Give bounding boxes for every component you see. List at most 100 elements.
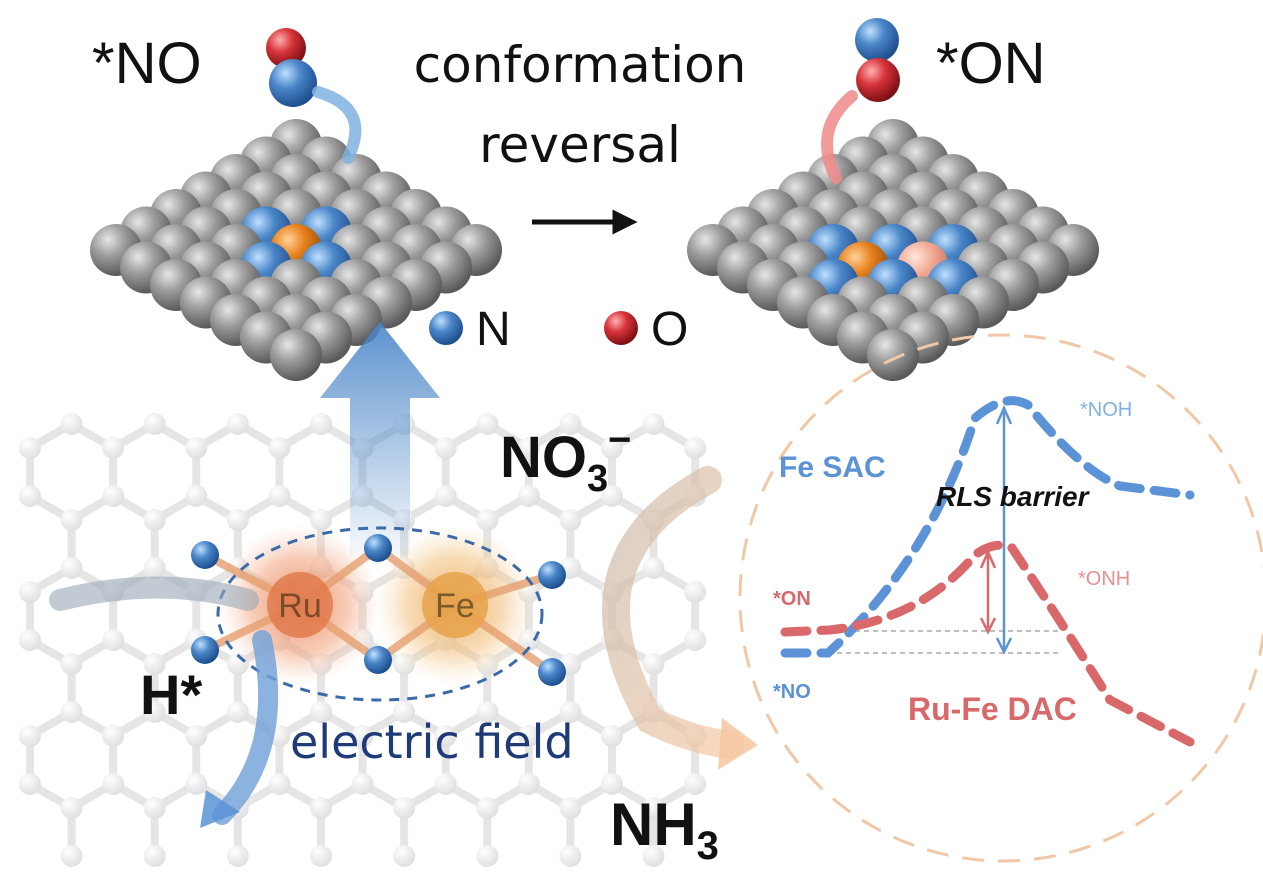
binding-arrow-on bbox=[821, 90, 858, 184]
graphene-carbon-atom bbox=[434, 437, 457, 459]
ru-fe-dac-curve bbox=[780, 540, 1195, 747]
graphene-carbon-atom bbox=[185, 485, 208, 507]
catalyst-surface-no bbox=[90, 119, 502, 381]
fe-sac-curve bbox=[780, 396, 1195, 658]
graphene-carbon-atom bbox=[102, 485, 125, 507]
graphene-carbon-atom bbox=[185, 725, 208, 747]
legend-o-label: O bbox=[651, 303, 688, 356]
graphene-carbon-atom bbox=[185, 437, 208, 459]
graphene-carbon-atom bbox=[642, 413, 665, 435]
graphene-carbon-atom bbox=[517, 773, 540, 795]
label-rls-barrier: RLS barrier bbox=[936, 481, 1091, 512]
graphene-carbon-atom bbox=[102, 629, 125, 651]
ru-fe-dac-barrier-arrow-top bbox=[979, 548, 997, 569]
legend-o-sphere bbox=[604, 311, 638, 345]
site-nitrogen-atoms bbox=[191, 534, 566, 686]
graphene-carbon-atom bbox=[102, 725, 125, 747]
catalyst-surface-on bbox=[687, 119, 1099, 381]
graphene-carbon-atom bbox=[393, 797, 416, 819]
graphene-carbon-atom bbox=[19, 629, 41, 651]
graphene-carbon-atom bbox=[143, 509, 166, 531]
graphene-carbon-atom bbox=[559, 413, 582, 435]
no3-conversion-arrow-head bbox=[718, 718, 758, 770]
legend-n-sphere bbox=[429, 311, 463, 345]
graphene-carbon-atom bbox=[642, 653, 665, 675]
graphene-carbon-atom bbox=[600, 773, 623, 795]
graphene-carbon-atom bbox=[684, 773, 707, 795]
graphene-carbon-atom bbox=[309, 845, 332, 867]
graphene-carbon-atom bbox=[600, 485, 623, 507]
graphene-carbon-atom bbox=[60, 653, 83, 675]
h-arrow-blue bbox=[212, 630, 279, 825]
graphene-carbon-atom bbox=[476, 845, 499, 867]
graphene-carbon-atom bbox=[393, 845, 416, 867]
graphene-carbon-atom bbox=[642, 557, 665, 579]
graphene-carbon-atom bbox=[559, 509, 582, 531]
graphene-carbon-atom bbox=[19, 485, 41, 507]
graphene-carbon-atom bbox=[600, 437, 623, 459]
label-onh: *ONH bbox=[1078, 568, 1130, 590]
ru-atom bbox=[267, 572, 333, 638]
graphene-carbon-atom bbox=[143, 653, 166, 675]
label-no3: NO3− bbox=[500, 418, 632, 500]
graphene-carbon-atom bbox=[309, 797, 332, 819]
graphene-carbon-atom bbox=[600, 725, 623, 747]
support-atom bbox=[270, 329, 322, 381]
graphene-carbon-atom bbox=[19, 725, 41, 747]
graphene-carbon-atom bbox=[684, 629, 707, 651]
graphene-carbon-atom bbox=[309, 701, 332, 723]
no3-conversion-arrow bbox=[602, 466, 744, 759]
graphene-carbon-atom bbox=[268, 773, 291, 795]
label-conformation: conformation bbox=[414, 36, 747, 94]
graphene-carbon-atom bbox=[517, 485, 540, 507]
graphene-carbon-atom bbox=[60, 509, 83, 531]
ru-fe-dac-barrier-arrow-bottom bbox=[979, 617, 997, 635]
no-molecule bbox=[266, 28, 317, 107]
h-arrow-gray bbox=[49, 576, 259, 611]
graphene-carbon-atom bbox=[476, 509, 499, 531]
graphene-carbon-atom bbox=[226, 845, 249, 867]
fe-atom bbox=[422, 572, 488, 638]
electric-field-region bbox=[216, 526, 544, 702]
graphene-carbon-atom bbox=[476, 701, 499, 723]
graphene-carbon-atom bbox=[684, 437, 707, 459]
graphene-carbon-atom bbox=[559, 797, 582, 819]
label-on: *ON bbox=[773, 588, 811, 610]
label-reversal: reversal bbox=[479, 116, 681, 174]
graphene-carbon-atom bbox=[60, 845, 83, 867]
graphene-carbon-atom bbox=[226, 701, 249, 723]
support-atom bbox=[867, 329, 919, 381]
graphene-carbon-atom bbox=[102, 437, 125, 459]
graphene-carbon-atom bbox=[19, 773, 41, 795]
graphene-carbon-atom bbox=[559, 845, 582, 867]
graphene-carbon-atom bbox=[143, 701, 166, 723]
graphene-carbon-atom bbox=[309, 509, 332, 531]
graphene-carbon-atom bbox=[684, 581, 707, 603]
label-ru-fe-dac: Ru-Fe DAC bbox=[908, 691, 1077, 727]
label-no: *NO bbox=[773, 681, 811, 703]
label-electric-field: electric field bbox=[290, 715, 574, 769]
label-star-no: *NO bbox=[92, 31, 202, 96]
label-nh3: NH3 bbox=[610, 791, 719, 868]
graphene-carbon-atom bbox=[517, 725, 540, 747]
label-h-star: H* bbox=[140, 663, 202, 726]
graphene-carbon-atom bbox=[642, 845, 665, 867]
on-molecule bbox=[855, 18, 900, 102]
label-ru: Ru bbox=[278, 587, 321, 625]
graphene-carbon-atom bbox=[309, 413, 332, 435]
graphene-carbon-atom bbox=[434, 725, 457, 747]
graphene-carbon-atom bbox=[102, 773, 125, 795]
graphene-carbon-atom bbox=[559, 701, 582, 723]
h-arrow-head bbox=[200, 790, 240, 828]
graphene-carbon-atom bbox=[393, 701, 416, 723]
graphene-carbon-atom bbox=[517, 437, 540, 459]
graphene-carbon-atom bbox=[434, 773, 457, 795]
legend-n-label: N bbox=[476, 303, 511, 356]
graphene-carbon-atom bbox=[19, 437, 41, 459]
graphene-carbon-atom bbox=[268, 485, 291, 507]
graphene-carbon-atom bbox=[226, 413, 249, 435]
graphene-carbon-atom bbox=[351, 773, 374, 795]
label-fe-sac: Fe SAC bbox=[779, 451, 886, 484]
graphene-carbon-atom bbox=[60, 797, 83, 819]
